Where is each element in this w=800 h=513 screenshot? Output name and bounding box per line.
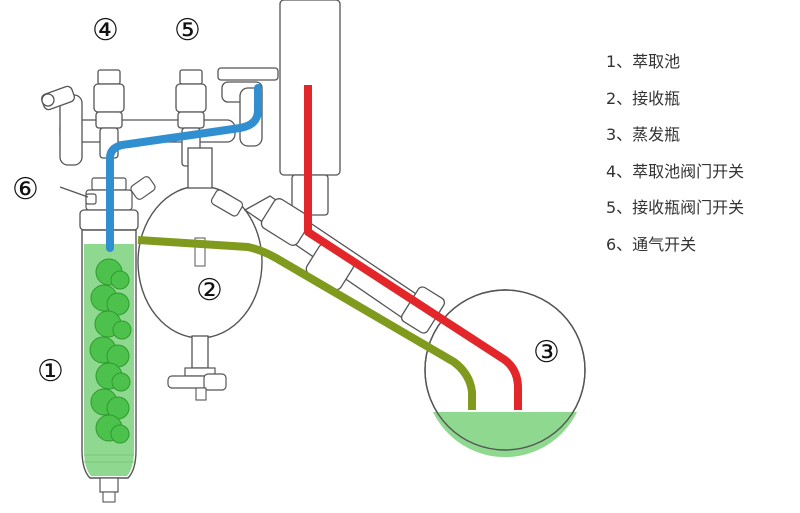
legend-item-receiving-valve: 5、接收瓶阀门开关 <box>606 198 745 217</box>
condenser-column <box>217 0 341 216</box>
transfer-tube <box>243 195 446 334</box>
legend: 1、萃取池 2、接收瓶 3、蒸发瓶 4、萃取池阀门开关 5、接收瓶阀门开关 6、… <box>606 44 796 263</box>
legend-item-vent-switch: 6、通气开关 <box>606 234 697 254</box>
marker-6: ⑥ <box>12 172 39 207</box>
red-flow-line <box>304 85 522 410</box>
plant-material <box>89 258 132 444</box>
legend-item-extraction-cell: 1、萃取池 <box>606 52 681 71</box>
legend-item-evaporating-flask: 3、蒸发瓶 <box>606 125 681 144</box>
left-valve-assembly <box>40 69 263 167</box>
legend-item-receiving-flask: 2、接收瓶 <box>606 88 681 108</box>
marker-2: ② <box>196 273 223 308</box>
legend-item-extraction-valve: 4、萃取池阀门开关 <box>606 161 745 181</box>
marker-5: ⑤ <box>174 13 201 48</box>
green-flow-line <box>137 236 476 410</box>
vent-switch <box>59 186 97 205</box>
receiving-flask <box>130 147 263 401</box>
marker-1: ① <box>37 354 64 389</box>
blue-flow-line <box>106 84 262 252</box>
evaporating-flask <box>424 289 586 458</box>
marker-4: ④ <box>92 13 119 48</box>
marker-3: ③ <box>533 335 560 370</box>
